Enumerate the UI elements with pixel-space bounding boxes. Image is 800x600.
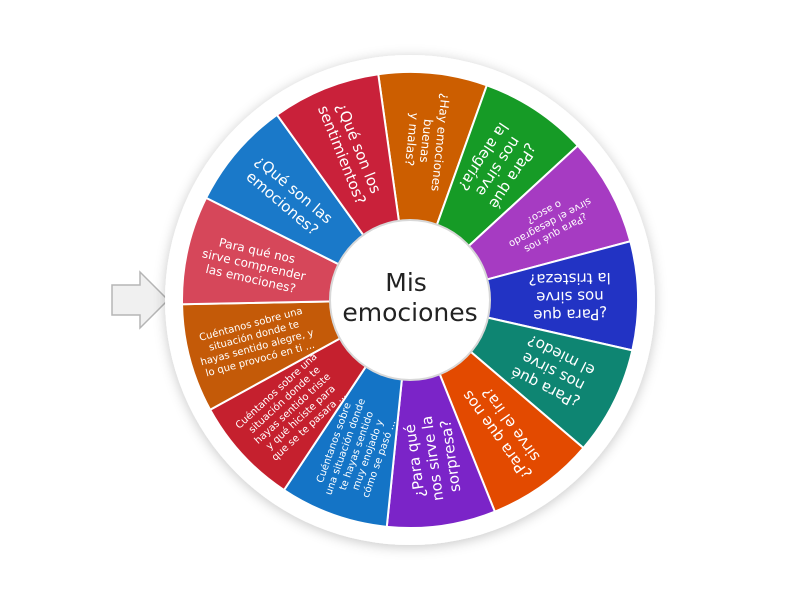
- wheel-segment-label-line: nos sirve: [536, 287, 604, 306]
- pointer-arrow-icon: [111, 270, 170, 330]
- wheel-segment-label-line: la tristeza?: [528, 269, 611, 289]
- wheel-segment-label-line: ¿Para que: [533, 305, 607, 324]
- wheel-segment-label-line: y malas?: [402, 112, 421, 166]
- wheel-title-line-1: Mis: [385, 268, 427, 297]
- wheel-segment-label-line: buenas: [417, 118, 435, 163]
- wheel-segment-label: Para qué nossirve comprenderlas emocione…: [198, 232, 311, 297]
- wheel-segment[interactable]: [409, 240, 639, 352]
- wheel-segment-label: ¿Para quenos sirvela tristeza?: [528, 269, 611, 325]
- wheel-title: Mis emociones: [342, 268, 477, 327]
- wheel-center[interactable]: Mis emociones: [329, 219, 491, 381]
- wheel-title-line-2: emociones: [342, 298, 477, 327]
